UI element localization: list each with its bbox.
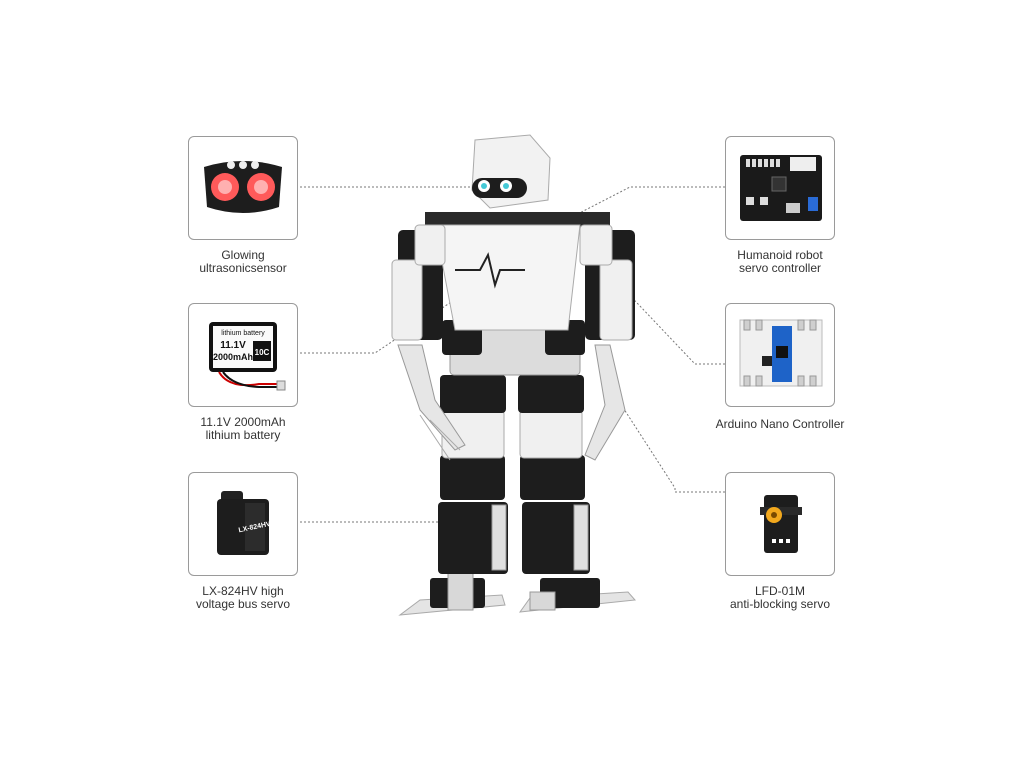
anti-blocking-servo-icon (760, 495, 802, 553)
servo-left-label: LX-824HV high voltage bus servo (195, 584, 291, 611)
lithium-battery-icon: lithium battery 11.1V 2000mAh 10C (209, 322, 286, 391)
svg-text:10C: 10C (255, 348, 270, 357)
battery-label: 11.1V 2000mAh lithium battery (200, 415, 286, 442)
nano-card (725, 303, 835, 407)
servo-left-card: LX-824HV (188, 472, 298, 576)
sensor-label: Glowing ultrasonicsensor (199, 248, 287, 275)
svg-text:11.1V: 11.1V (220, 340, 246, 351)
nano-label: Arduino Nano Controller (715, 417, 845, 431)
servo-right-card (725, 472, 835, 576)
controller-card (725, 136, 835, 240)
arduino-nano-icon (739, 319, 823, 387)
svg-text:lithium battery: lithium battery (221, 330, 265, 337)
ultrasonic-sensor-icon (204, 161, 282, 213)
servo-right-label: LFD-01M anti-blocking servo (729, 584, 831, 611)
bus-servo-icon: LX-824HV (217, 491, 272, 555)
svg-text:2000mAh: 2000mAh (213, 352, 253, 362)
humanoid-robot-image (391, 134, 637, 616)
servo-controller-board-icon (740, 155, 822, 221)
controller-label: Humanoid robot servo controller (737, 248, 823, 275)
sensor-card (188, 136, 298, 240)
battery-card: lithium battery 11.1V 2000mAh 10C (188, 303, 298, 407)
